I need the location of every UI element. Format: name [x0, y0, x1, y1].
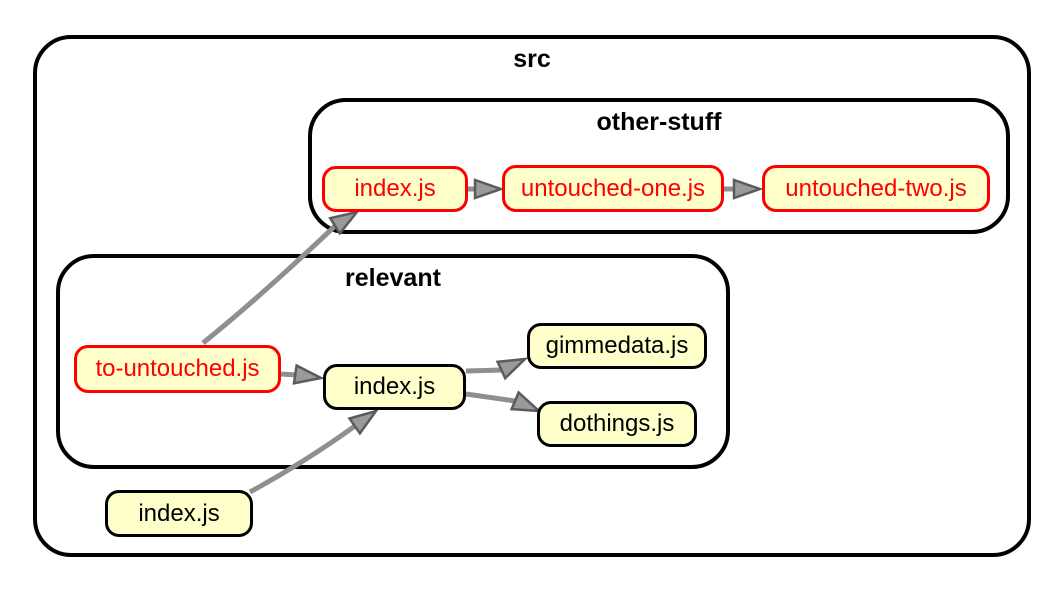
node-dothings-js: dothings.js — [537, 401, 697, 447]
arrowhead-icon — [347, 408, 380, 436]
edge-to-untouched-to-relevant-index — [280, 363, 325, 385]
cluster-relevant-label: relevant — [345, 264, 441, 292]
edge-to-untouched-to-other-stuff-index — [201, 209, 361, 345]
cluster-src-label: src — [513, 45, 551, 73]
arrowhead-icon — [509, 390, 543, 413]
cluster-other-stuff: other-stuff — [308, 98, 1010, 234]
edge-untouched-one-to-untouched-two — [724, 178, 764, 200]
arrowhead-icon — [732, 178, 764, 200]
arrowhead-icon — [473, 178, 505, 200]
cluster-relevant: relevant — [56, 254, 730, 469]
cluster-src: src — [33, 35, 1031, 557]
node-untouched-one-js: untouched-one.js — [502, 165, 724, 212]
node-to-untouched-js: to-untouched.js — [74, 345, 281, 393]
node-untouched-two-js: untouched-two.js — [762, 165, 990, 212]
edge-src-index-to-relevant-index — [248, 408, 380, 495]
node-other-stuff-index-js: index.js — [322, 166, 468, 212]
edge-relevant-index-to-dothings — [465, 390, 543, 413]
arrowhead-icon — [495, 357, 529, 381]
node-src-index-js: index.js — [105, 490, 253, 537]
edge-other-stuff-index-to-untouched-one — [468, 178, 505, 200]
cluster-other-stuff-label: other-stuff — [596, 108, 722, 136]
arrowhead-icon — [292, 363, 325, 385]
edge-relevant-index-to-gimmedata — [465, 357, 529, 381]
node-relevant-index-js: index.js — [323, 364, 466, 410]
arrowhead-icon — [328, 209, 361, 236]
node-gimmedata-js: gimmedata.js — [527, 323, 707, 369]
